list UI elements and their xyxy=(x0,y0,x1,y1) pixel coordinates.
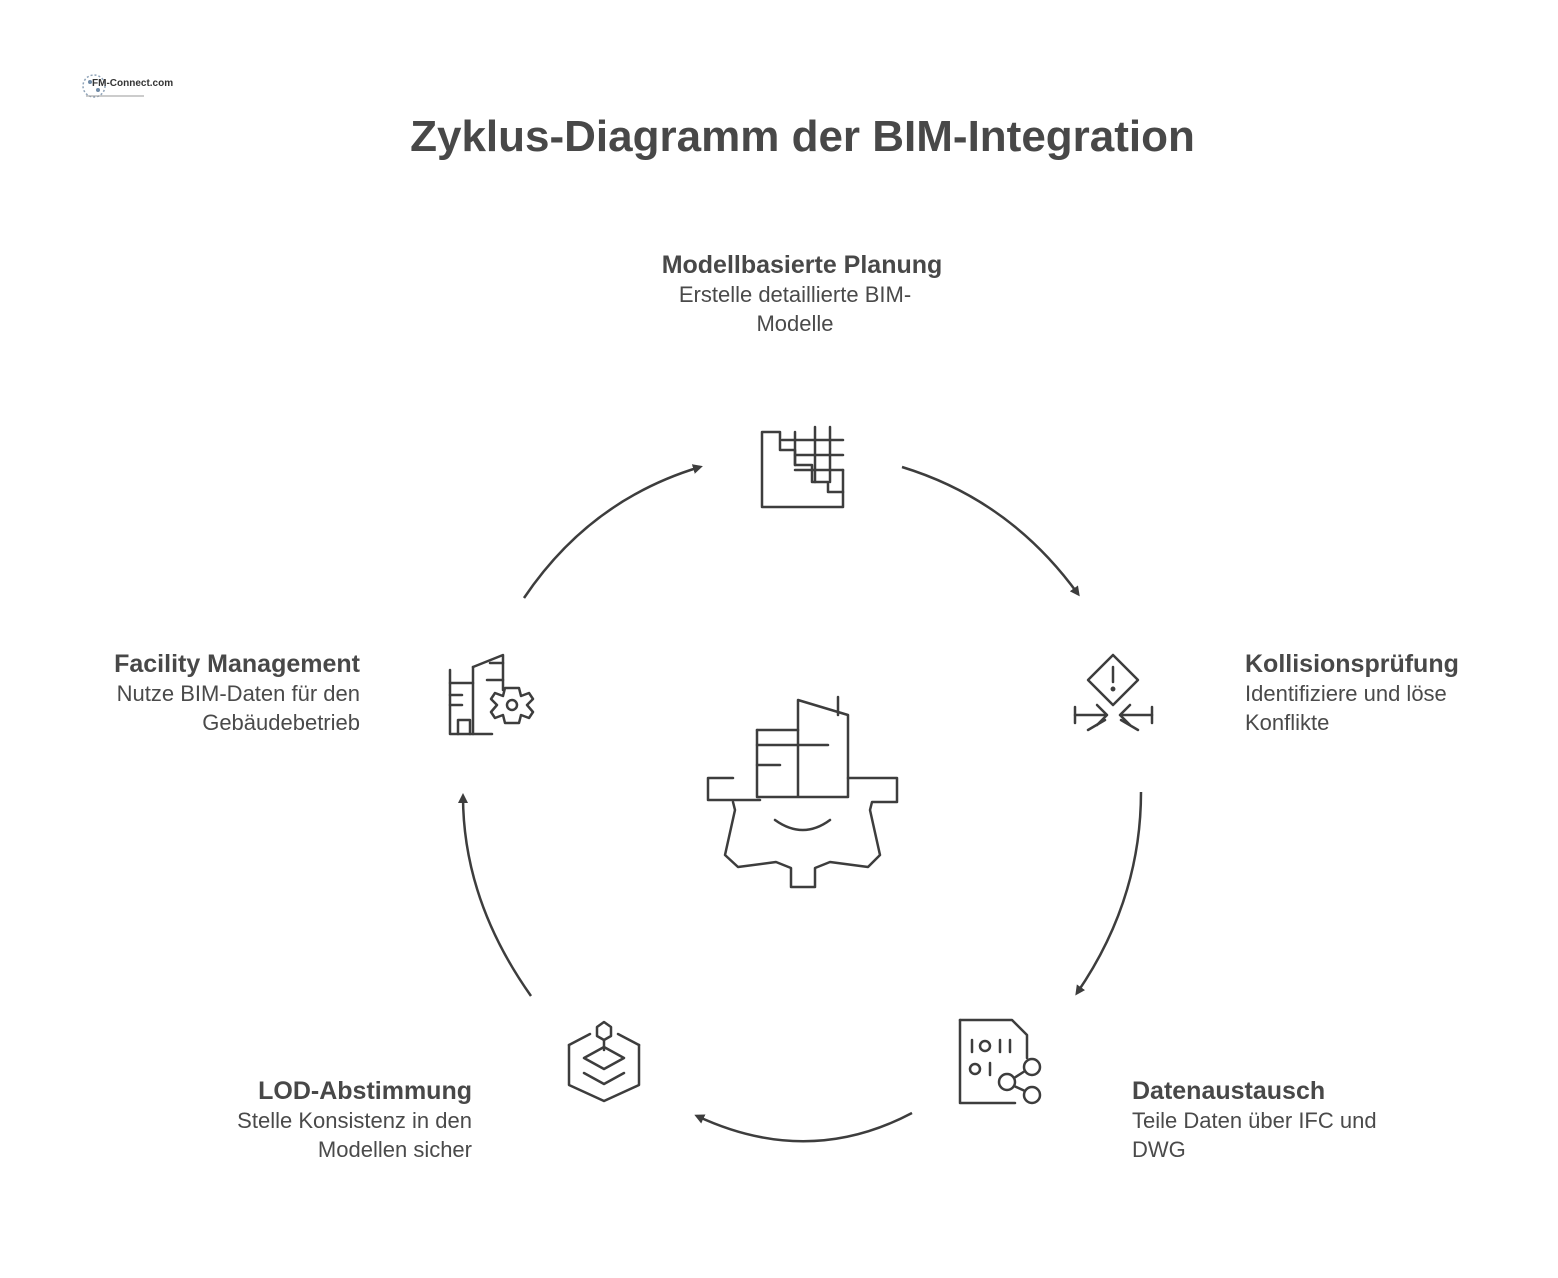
logo-icon xyxy=(82,74,144,98)
building-gear-icon xyxy=(706,695,899,889)
step-title: Facility Management xyxy=(114,650,360,678)
step-title: Kollisionsprüfung xyxy=(1245,650,1459,678)
step-title: Modellbasierte Planung xyxy=(661,251,943,279)
step-description: Stelle Konsistenz in den Modellen sicher xyxy=(237,1108,472,1162)
layered-cube-icon xyxy=(567,1020,641,1103)
step-description: Identifiziere und löse Konflikte xyxy=(1245,681,1447,735)
cycle-arrow-4 xyxy=(458,793,533,997)
step-description: Teile Daten über IFC und DWG xyxy=(1132,1108,1377,1162)
page-title: Zyklus-Diagramm der BIM-Integration xyxy=(410,112,1195,161)
step-description: Nutze BIM-Daten für den Gebäudebetrieb xyxy=(116,681,360,735)
cycle-arrow-5 xyxy=(522,464,703,599)
step-kollisionspruefung: Kollisionsprüfung Identifiziere und löse… xyxy=(1245,650,1485,737)
logo-text: FM-Connect.com xyxy=(92,78,174,89)
step-title: Datenaustausch xyxy=(1132,1077,1326,1105)
building-gear-small-icon xyxy=(448,653,535,736)
cycle-arrow-3 xyxy=(694,1111,913,1143)
cycle-arrow-1 xyxy=(901,465,1080,597)
floorplan-grid-icon xyxy=(760,425,845,509)
fm-connect-logo: FM-Connect.com xyxy=(80,70,173,102)
step-lod-abstimmung: LOD-Abstimmung Stelle Konsistenz in den … xyxy=(182,1077,472,1164)
cycle-arrow-2 xyxy=(1075,791,1143,996)
step-modellbasierte-planung: Modellbasierte Planung Erstelle detailli… xyxy=(642,251,962,338)
binary-file-share-icon xyxy=(958,1018,1042,1105)
collision-warning-icon xyxy=(1073,653,1154,732)
step-datenaustausch: Datenaustausch Teile Daten über IFC und … xyxy=(1132,1077,1422,1164)
step-title: LOD-Abstimmung xyxy=(258,1077,472,1105)
step-description: Erstelle detaillierte BIM-Modelle xyxy=(678,282,912,336)
step-facility-management: Facility Management Nutze BIM-Daten für … xyxy=(55,650,360,737)
